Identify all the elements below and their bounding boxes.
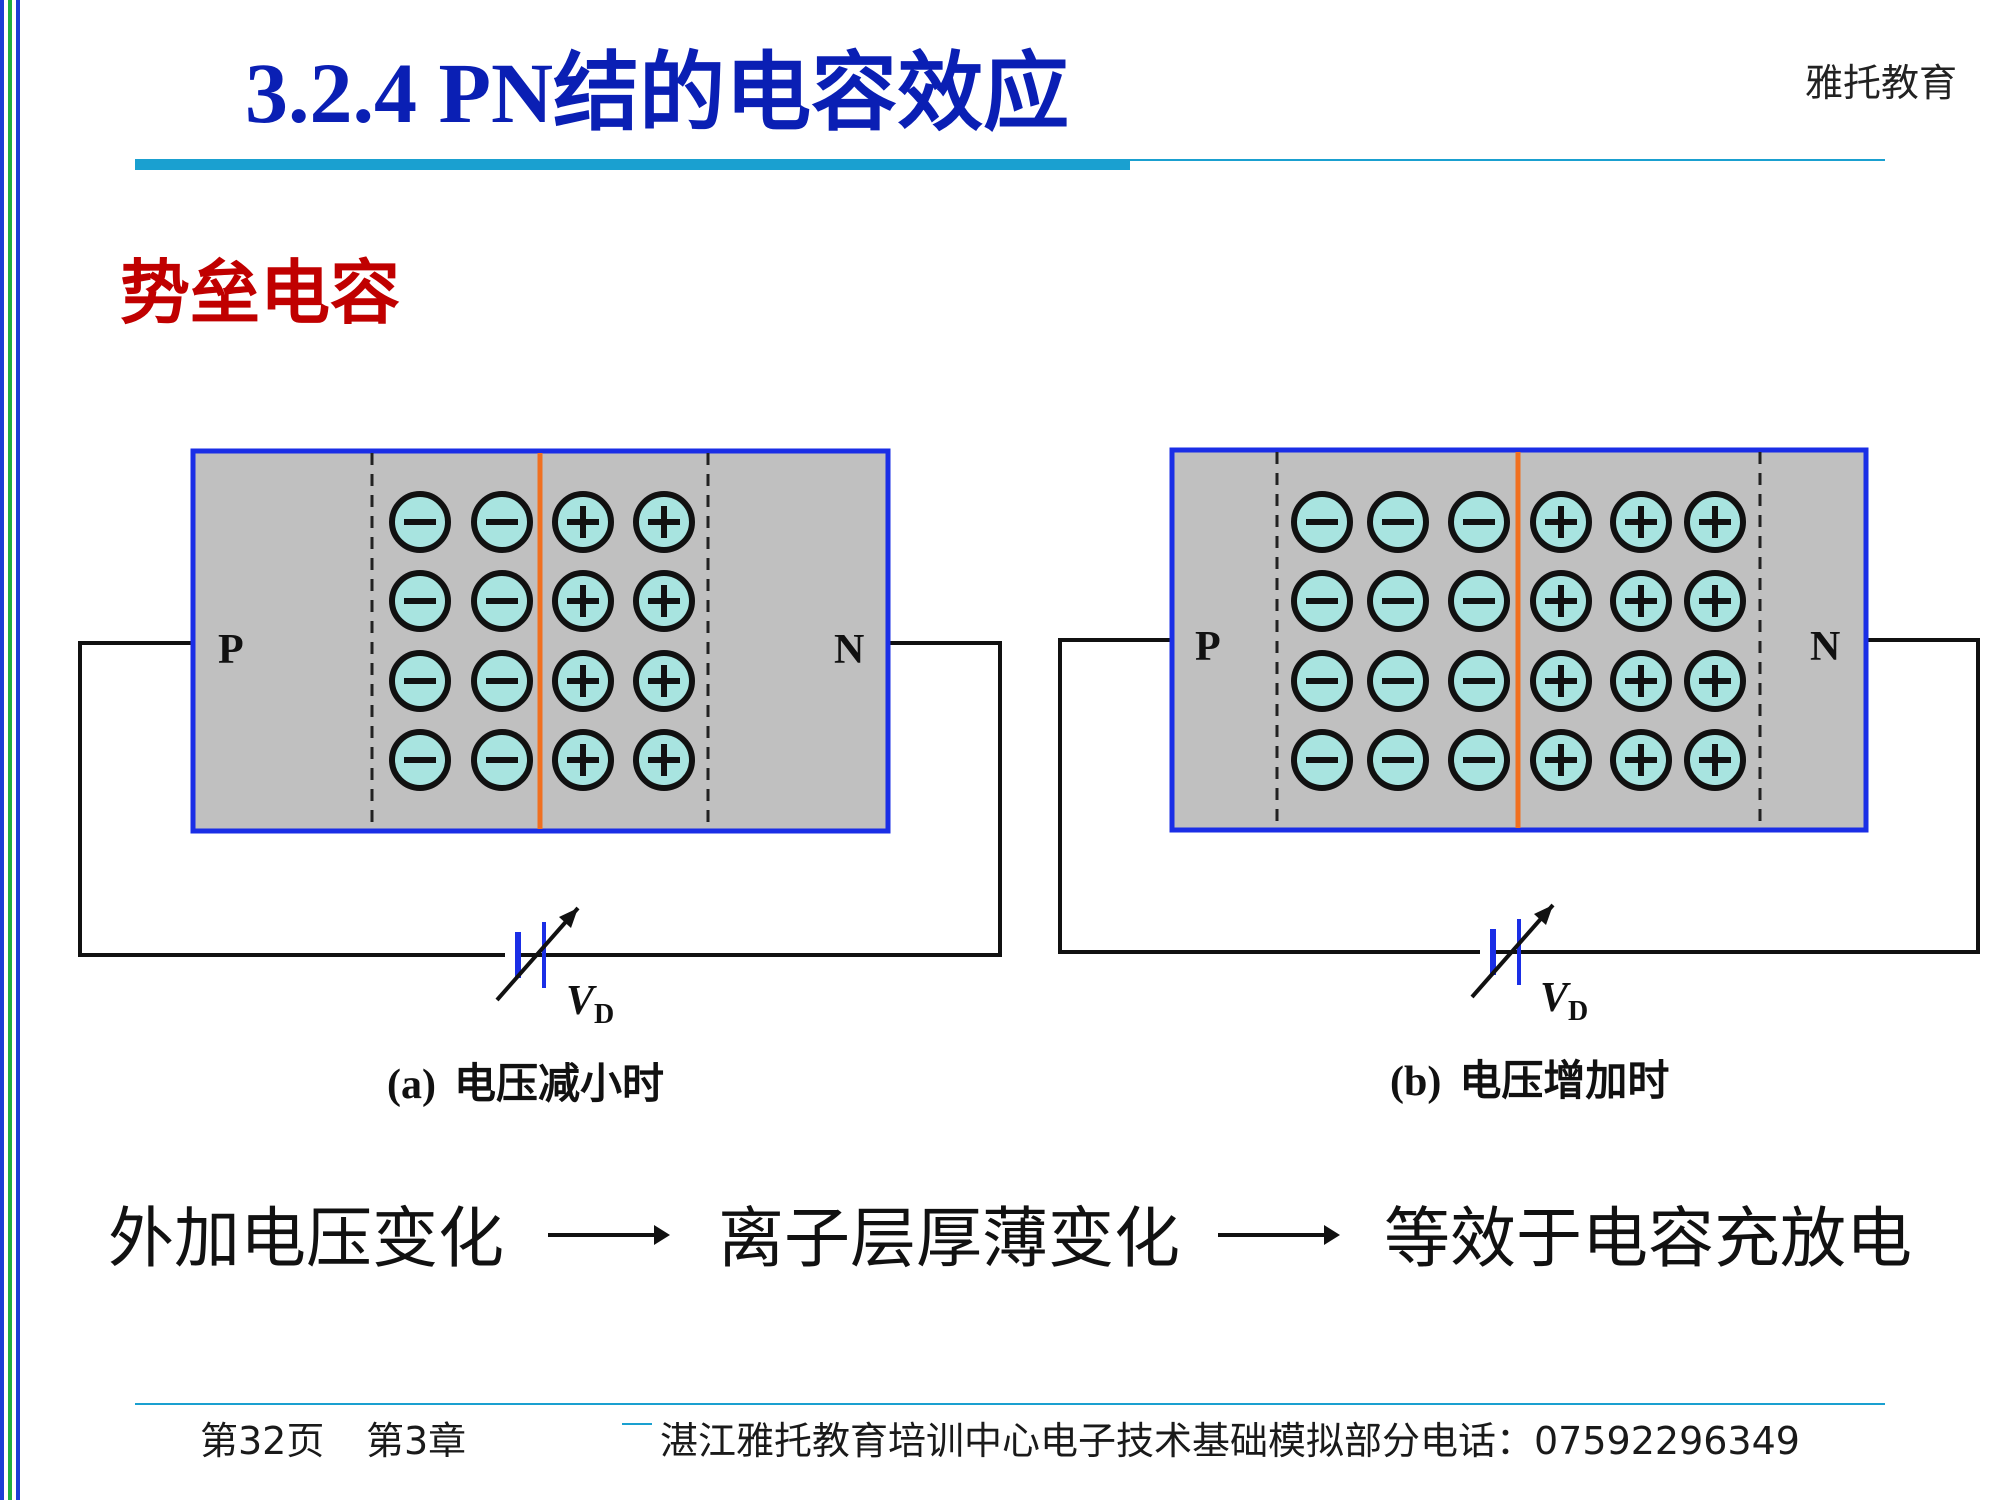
negative-ion-icon <box>1367 729 1429 791</box>
negative-ion-icon <box>1448 729 1510 791</box>
negative-ion-icon <box>389 570 451 632</box>
flow-step-3: 等效于电容充放电 <box>1384 1200 1912 1277</box>
positive-ion-icon <box>1530 491 1592 553</box>
positive-ion-icon <box>552 650 614 712</box>
positive-ion-icon <box>1610 491 1672 553</box>
flow-arrow-2 <box>1218 1225 1340 1245</box>
n-label-a: N <box>834 627 864 673</box>
negative-ion-icon <box>471 650 533 712</box>
positive-ion-icon <box>1530 729 1592 791</box>
brand-name: 雅托教育 <box>1805 61 1958 105</box>
negative-ion-icon <box>1367 650 1429 712</box>
caption-a: (a)电压减小时 <box>387 1059 664 1108</box>
flow-arrow-1 <box>548 1225 670 1245</box>
negative-ion-icon <box>1367 491 1429 553</box>
negative-ion-icon <box>389 491 451 553</box>
positive-ion-icon <box>1684 650 1746 712</box>
positive-ion-icon <box>633 650 695 712</box>
flow-step-2: 离子层厚薄变化 <box>718 1200 1180 1277</box>
section-heading: 势垒电容 <box>120 251 400 334</box>
diagram-a: P N VD (a)电压减小时 <box>78 448 1002 1108</box>
footer-dash <box>622 1423 652 1425</box>
source-label-b: VD <box>1540 975 1588 1027</box>
positive-ion-icon <box>1610 650 1672 712</box>
diagram-b: P N VD (b)电压增加时 <box>1058 447 1980 1105</box>
negative-ion-icon <box>1291 650 1353 712</box>
negative-ion-icon <box>1291 491 1353 553</box>
positive-ion-icon <box>552 729 614 791</box>
p-label-b: P <box>1195 624 1221 670</box>
positive-ion-icon <box>1684 729 1746 791</box>
negative-ion-icon <box>471 570 533 632</box>
footer-chapter: 第3章 <box>366 1419 467 1463</box>
border-stripe-green <box>8 0 12 1500</box>
positive-ion-icon <box>633 491 695 553</box>
negative-ion-icon <box>1448 650 1510 712</box>
positive-ion-icon <box>633 570 695 632</box>
negative-ion-icon <box>389 650 451 712</box>
flow-statement: 外加电压变化 离子层厚薄变化 等效于电容充放电 <box>0 1185 2000 1295</box>
positive-ion-icon <box>552 570 614 632</box>
negative-ion-icon <box>1291 570 1353 632</box>
footer-info: 湛江雅托教育培训中心电子技术基础模拟部分电话：07592296349 <box>660 1419 1800 1463</box>
title-rule <box>135 159 1885 161</box>
positive-ion-icon <box>552 491 614 553</box>
p-label-a: P <box>218 627 244 673</box>
footer-rule <box>135 1403 1885 1405</box>
n-label-b: N <box>1810 624 1840 670</box>
negative-ion-icon <box>1448 491 1510 553</box>
pn-junction-diagrams: P N VD (a)电压减小时 P N VD (b)电压增加时 <box>78 447 1980 1108</box>
positive-ion-icon <box>1684 491 1746 553</box>
title-underline <box>135 159 1130 170</box>
positive-ion-icon <box>1530 570 1592 632</box>
border-stripe-blue <box>0 0 4 1500</box>
positive-ion-icon <box>1610 570 1672 632</box>
slide-title: 3.2.4 PN结的电容效应 <box>245 45 1070 141</box>
negative-ion-icon <box>389 729 451 791</box>
source-label-a: VD <box>566 978 614 1030</box>
circuit-wire-a <box>78 641 1002 957</box>
ion-grid-a <box>389 491 695 791</box>
positive-ion-icon <box>1684 570 1746 632</box>
positive-ion-icon <box>633 729 695 791</box>
battery-symbol-a <box>495 906 580 1002</box>
positive-ion-icon <box>1530 650 1592 712</box>
positive-ion-icon <box>1610 729 1672 791</box>
battery-symbol-b <box>1470 903 1555 999</box>
negative-ion-icon <box>1367 570 1429 632</box>
flow-step-1: 外加电压变化 <box>108 1200 504 1277</box>
negative-ion-icon <box>471 491 533 553</box>
negative-ion-icon <box>471 729 533 791</box>
ion-grid-b <box>1291 491 1746 791</box>
footer-page: 第32页 <box>200 1419 325 1463</box>
negative-ion-icon <box>1448 570 1510 632</box>
border-stripe-blue-inner <box>16 0 20 1500</box>
negative-ion-icon <box>1291 729 1353 791</box>
caption-b: (b)电压增加时 <box>1390 1056 1669 1105</box>
